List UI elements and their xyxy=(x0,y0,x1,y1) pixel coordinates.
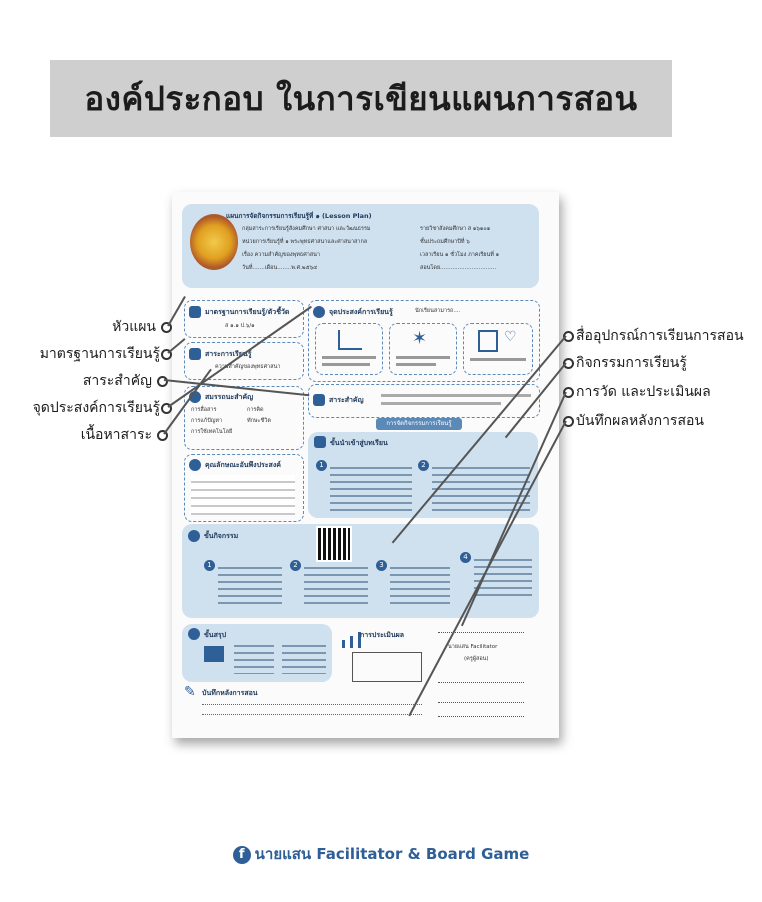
callout-objective: จุดประสงค์การเรียนรู้ xyxy=(32,400,160,416)
clipboard-icon xyxy=(478,330,498,352)
facebook-icon[interactable]: f xyxy=(232,845,251,864)
plan-right-info: รายวิชาสังคมศึกษา ส ๑๖๑๐๑ ชั้นประถมศึกษา… xyxy=(420,226,535,272)
competency-heading: สมรรถนะสำคัญ xyxy=(205,393,254,401)
info-line: เรื่อง ความสำคัญของพุทธศาสนา xyxy=(242,252,321,258)
evaluation-box: การประเมินผล xyxy=(342,626,422,684)
plan-left-info: กลุ่มสาระการเรียนรู้สังคมศึกษา ศาสนา และ… xyxy=(242,226,402,272)
info-line: รายวิชาสังคมศึกษา ส ๑๖๑๐๑ xyxy=(420,226,491,232)
callout-media: สื่ออุปกรณ์การเรียนการสอน xyxy=(576,328,744,344)
content-value: ความสำคัญของพุทธศาสนา xyxy=(215,364,281,370)
summary-heading: ขั้นสรุป xyxy=(204,631,227,639)
info-line: ชั้นประถมศึกษาปีที่ ๖ xyxy=(420,239,470,245)
list-icon xyxy=(189,348,201,360)
callout-activities: กิจกรรมการเรียนรู้ xyxy=(576,355,687,371)
book-icon xyxy=(189,306,201,318)
standard-box: มาตรฐานการเรียนรู้/ตัวชี้วัด ส ๑.๑ ป.๖/๑ xyxy=(184,300,304,338)
content-box: สาระการเรียนรู้ ความสำคัญของพุทธศาสนา xyxy=(184,342,304,380)
trait-box: คุณลักษณะอันพึงประสงค์ xyxy=(184,454,304,522)
step-number: 2 xyxy=(418,460,429,471)
plan-header: แผนการจัดกิจกรรมการเรียนรู้ที่ ๑ (Lesson… xyxy=(182,204,539,288)
essence-heading: สาระสำคัญ xyxy=(329,396,364,404)
activity-box: ขั้นกิจกรรม 1 2 3 4 xyxy=(182,524,539,618)
standard-value: ส ๑.๑ ป.๖/๑ xyxy=(225,323,255,329)
search-icon xyxy=(188,530,200,542)
magnifier-icon xyxy=(188,628,200,640)
callout-dot xyxy=(161,349,172,360)
callout-essence: สาระสำคัญ xyxy=(82,373,152,389)
objective-sub: นักเรียนสามารถ.... xyxy=(415,308,461,314)
screen-icon xyxy=(204,646,224,662)
callout-dot xyxy=(157,376,168,387)
callout-content: เนื้อหาสาระ xyxy=(80,427,152,443)
signer-role: (ครูผู้สอน) xyxy=(464,656,489,662)
plan-title: แผนการจัดกิจกรรมการเรียนรู้ที่ ๑ (Lesson… xyxy=(226,212,372,220)
callout-record: บันทึกผลหลังการสอน xyxy=(576,413,704,429)
activity-banner: การจัดกิจกรรมการเรียนรู้ xyxy=(376,418,462,430)
star-icon: ✶ xyxy=(412,328,428,349)
signature-box: นายแสน Facilitator (ครูผู้สอน) xyxy=(428,624,538,734)
competency-item: การแก้ปัญหา xyxy=(191,418,223,424)
competency-item: การสื่อสาร xyxy=(191,407,217,413)
info-line: หน่วยการเรียนรู้ที่ ๑ พระพุทธศาสนาและศาส… xyxy=(242,239,368,245)
presentation-icon xyxy=(314,436,326,448)
title-banner: องค์ประกอบ ในการเขียนแผนการสอน xyxy=(50,60,672,137)
objective-k xyxy=(315,323,383,375)
info-line: สอนโดย................................ xyxy=(420,265,497,271)
intro-heading: ขั้นนำเข้าสู่บทเรียน xyxy=(330,439,388,447)
footer-text[interactable]: นายแสน Facilitator & Board Game xyxy=(254,845,530,863)
record-box: ✎ บันทึกหลังการสอน xyxy=(184,684,424,728)
info-line: วันที่.......เดือน........พ.ศ.๒๕๖๔ xyxy=(242,265,318,271)
target-icon xyxy=(313,306,325,318)
step-number: 1 xyxy=(204,560,215,571)
competency-item: การคิด xyxy=(247,407,264,413)
callout-dot xyxy=(161,403,172,414)
qr-code xyxy=(316,526,352,562)
chart-icon xyxy=(338,330,362,350)
essence-box: สาระสำคัญ xyxy=(308,384,540,418)
objective-a: ♡ xyxy=(463,323,533,375)
step-number: 1 xyxy=(316,460,327,471)
document-icon xyxy=(313,394,325,406)
step-number: 2 xyxy=(290,560,301,571)
evaluation-heading: การประเมินผล xyxy=(360,631,405,639)
objective-p: ✶ xyxy=(389,323,457,375)
competency-box: สมรรถนะสำคัญ การสื่อสาร การคิด การแก้ปัญ… xyxy=(184,386,304,450)
callout-header: หัวแผน xyxy=(112,319,156,335)
standard-heading: มาตรฐานการเรียนรู้/ตัวชี้วัด xyxy=(205,308,290,316)
school-emblem xyxy=(190,214,238,270)
lesson-plan-document: แผนการจัดกิจกรรมการเรียนรู้ที่ ๑ (Lesson… xyxy=(172,192,559,738)
pencil-icon: ✎ xyxy=(184,684,196,700)
step-number: 4 xyxy=(460,552,471,563)
objective-heading: จุดประสงค์การเรียนรู้ xyxy=(329,308,393,316)
info-line: กลุ่มสาระการเรียนรู้สังคมศึกษา ศาสนา และ… xyxy=(242,226,371,232)
summary-box: ขั้นสรุป xyxy=(182,624,332,682)
people-icon xyxy=(189,459,201,471)
signer-name: นายแสน Facilitator xyxy=(448,644,498,650)
bar-chart-icon xyxy=(342,632,362,652)
info-line: เวลาเรียน ๑ ชั่วโมง ภาคเรียนที่ ๑ xyxy=(420,252,500,258)
callout-dot xyxy=(161,322,172,333)
competency-item: การใช้เทคโนโลยี xyxy=(191,429,233,435)
activity-heading: ขั้นกิจกรรม xyxy=(204,532,239,540)
callout-dot xyxy=(157,430,168,441)
objective-box: จุดประสงค์การเรียนรู้ นักเรียนสามารถ....… xyxy=(308,300,540,382)
page-title: องค์ประกอบ ในการเขียนแผนการสอน xyxy=(84,79,638,118)
record-heading: บันทึกหลังการสอน xyxy=(202,689,258,697)
callout-evaluation: การวัด และประเมินผล xyxy=(576,384,711,400)
content-heading: สาระการเรียนรู้ xyxy=(205,350,252,358)
heart-icon: ♡ xyxy=(504,329,517,345)
callout-standard: มาตรฐานการเรียนรู้ xyxy=(39,346,160,362)
competency-item: ทักษะชีวิต xyxy=(247,418,271,424)
trait-heading: คุณลักษณะอันพึงประสงค์ xyxy=(205,461,281,469)
step-number: 3 xyxy=(376,560,387,571)
